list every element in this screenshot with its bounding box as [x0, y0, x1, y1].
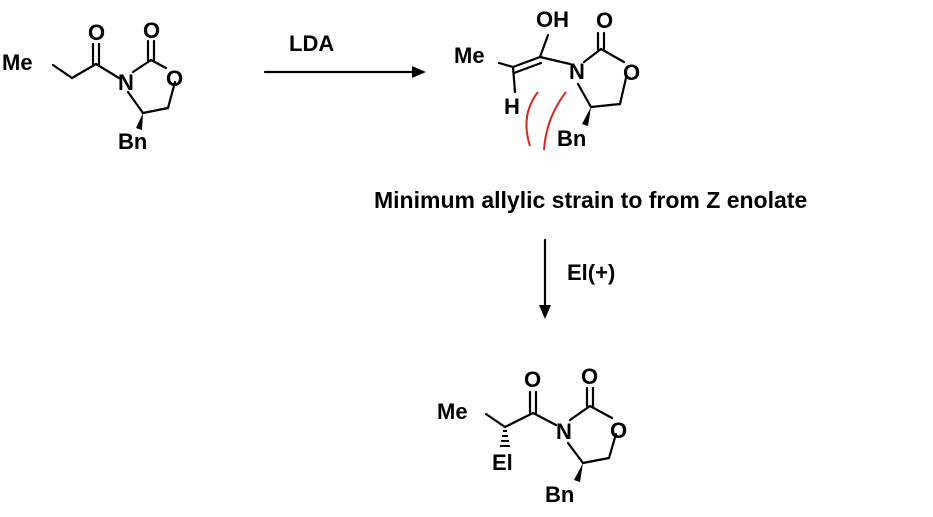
bond [512, 61, 543, 75]
atom-n: N [118, 70, 134, 95]
bond [497, 61, 515, 69]
bond [607, 432, 618, 460]
atom-me: Me [437, 399, 468, 424]
bond [576, 82, 593, 109]
bond [566, 441, 585, 465]
bond [131, 58, 153, 74]
bond [599, 47, 626, 64]
bond [94, 62, 121, 80]
atom-n: N [569, 59, 585, 84]
arrow-head [539, 305, 551, 319]
atom-bn: Bn [557, 126, 586, 151]
atom-bn: Bn [545, 482, 574, 507]
caption-text: Minimum allylic strain to from Z enolate [374, 187, 807, 213]
bond [149, 58, 168, 70]
atom-o-carbonyl: O [581, 364, 598, 389]
reagent-electrophile: El(+) [567, 260, 615, 285]
arrow-head [412, 66, 426, 78]
atom-me: Me [2, 50, 33, 75]
atom-oh: OH [536, 7, 569, 32]
bond [511, 65, 517, 94]
atom-o-ring: O [166, 66, 183, 91]
bond [511, 55, 542, 69]
reaction-arrow-2: El(+) [539, 238, 615, 319]
wedge-bond [136, 113, 143, 130]
reagent-lda: LDA [289, 31, 334, 56]
atom-o-acyl: O [88, 20, 105, 45]
bond [141, 106, 170, 115]
atom-o-carbonyl: O [596, 8, 613, 33]
atom-me: Me [454, 43, 485, 68]
product-molecule: O O Me N O El Bn [437, 364, 627, 507]
bond [538, 33, 550, 59]
bond [589, 102, 622, 109]
atom-o-ring: O [623, 60, 640, 85]
reactant-molecule: Me O O N O Bn [2, 18, 183, 154]
bond [503, 411, 535, 429]
bond [70, 62, 98, 80]
reaction-arrow-1: LDA [263, 31, 426, 78]
bond [538, 55, 572, 66]
atom-bn: Bn [118, 129, 147, 154]
atom-n: N [556, 419, 572, 444]
strain-arc-left [525, 91, 539, 147]
bond [581, 456, 611, 465]
bond [618, 76, 628, 106]
bond [582, 47, 603, 64]
bond [166, 80, 177, 110]
wedge-bond [574, 463, 583, 482]
wedge-bond [582, 107, 591, 126]
bond [568, 404, 592, 422]
bond [484, 412, 507, 429]
bond [531, 411, 558, 427]
atom-el: El [492, 450, 513, 475]
hashed-bond [500, 430, 510, 447]
bond [51, 63, 74, 80]
atom-h: H [504, 94, 520, 119]
bond [126, 90, 145, 115]
strain-arc-right [543, 91, 567, 151]
atom-o-carbonyl: O [143, 18, 160, 43]
enolate-molecule: OH O Me N O H Bn [454, 7, 640, 151]
atom-o-ring: O [610, 418, 627, 443]
atom-o-acyl: O [524, 367, 541, 392]
bond [588, 404, 614, 420]
